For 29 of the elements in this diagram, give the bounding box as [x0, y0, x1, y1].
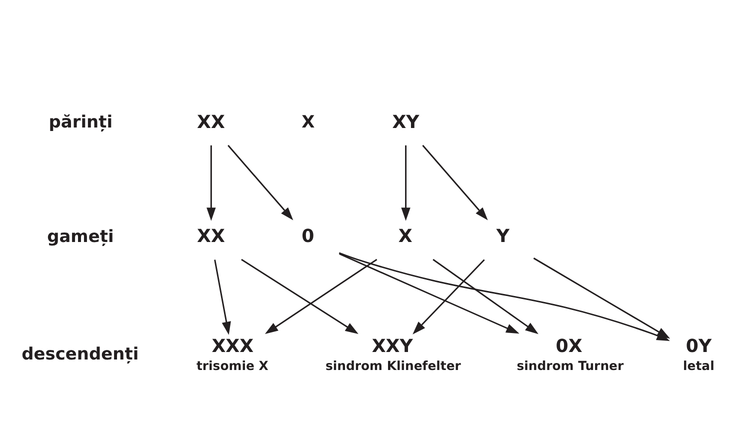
label: X — [302, 112, 315, 133]
arrow — [214, 260, 231, 335]
node-text: 0X — [556, 336, 582, 357]
node-label: trisomie X — [196, 358, 268, 374]
node-text: 0Y — [686, 336, 712, 357]
arrow — [533, 258, 670, 339]
node-text: XY — [392, 112, 420, 133]
arrow — [422, 144, 488, 220]
node-label: letal — [683, 358, 714, 374]
label: părinți — [48, 112, 113, 133]
arrow — [339, 253, 520, 334]
node-text: 0 — [302, 226, 314, 248]
node-text: XX — [197, 112, 225, 133]
label: descendenți — [22, 344, 139, 365]
label: gameți — [47, 226, 114, 247]
node-label: sindrom Turner — [516, 358, 624, 374]
arrow — [206, 145, 216, 221]
node-text: X — [398, 226, 412, 248]
arrow — [412, 259, 485, 334]
arrow — [228, 144, 294, 220]
node-text: XXY — [372, 336, 413, 357]
arrow — [241, 258, 358, 334]
node-text: XX — [197, 226, 225, 248]
arrow — [264, 258, 378, 334]
arrow — [401, 145, 410, 221]
node-text: Y — [496, 226, 510, 248]
node-text: XXX — [212, 336, 254, 357]
node-label: sindrom Klinefelter — [325, 358, 461, 374]
arrow — [432, 258, 538, 334]
